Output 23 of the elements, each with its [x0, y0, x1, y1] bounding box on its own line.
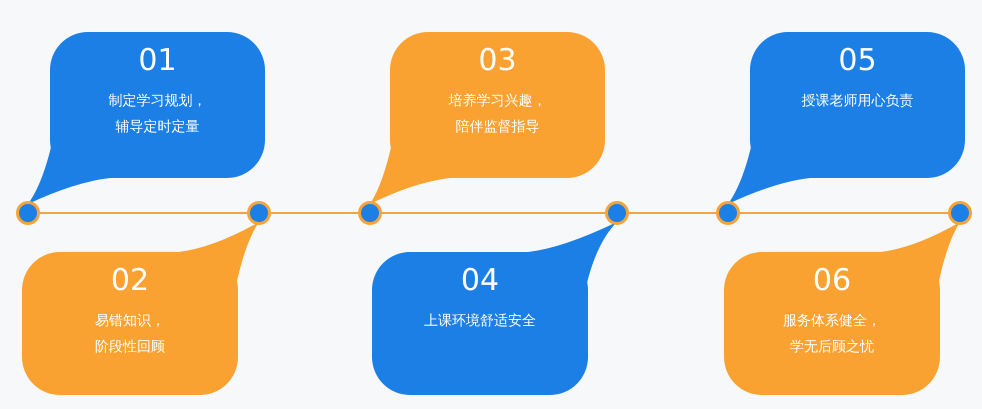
step-number: 02 [110, 263, 150, 299]
step-number: 01 [137, 43, 178, 79]
timeline-dot [247, 201, 271, 225]
step-text: 易错知识，阶段性回顾 [94, 312, 166, 357]
step-text: 服务体系健全，学无后顾之忧 [782, 312, 882, 357]
step-text: 制定学习规划，辅导定时定量 [108, 92, 208, 137]
timeline-line [382, 212, 605, 214]
timeline-dot [948, 201, 972, 225]
step-text: 上课环境舒适安全 [423, 312, 537, 331]
step-number: 06 [812, 263, 852, 299]
step-text: 授课老师用心负责 [800, 92, 914, 111]
timeline-line [40, 212, 247, 214]
step-number: 04 [460, 263, 500, 299]
step-number: 05 [837, 43, 878, 79]
timeline-dot [358, 201, 382, 225]
step-number: 03 [477, 43, 518, 79]
timeline-line [271, 212, 358, 214]
timeline-dot [716, 201, 740, 225]
timeline-dot [16, 201, 40, 225]
step-text: 培养学习兴趣，陪伴监督指导 [448, 92, 548, 137]
timeline-dot [605, 201, 629, 225]
timeline-line [740, 212, 948, 214]
timeline-line [629, 212, 716, 214]
